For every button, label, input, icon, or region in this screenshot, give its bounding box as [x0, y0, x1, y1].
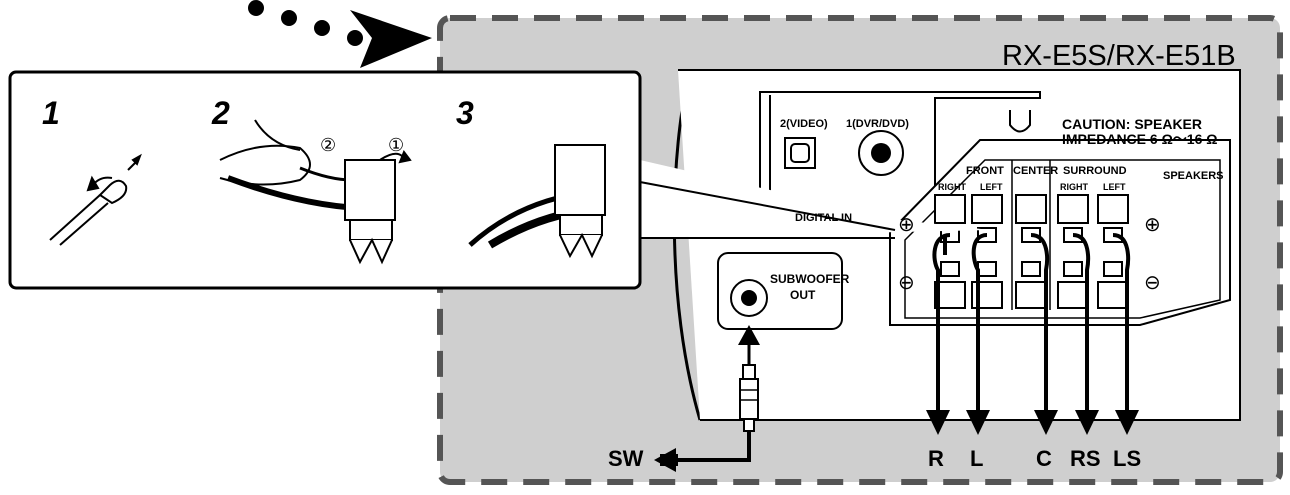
terminal-surround-right — [1057, 194, 1089, 309]
speaker-wires — [932, 233, 1131, 410]
subwoofer-label-2: OUT — [790, 288, 816, 302]
digital-in-video-label: 2(VIDEO) — [780, 118, 828, 130]
circled-number-2: ② — [320, 135, 337, 155]
terminal-center — [1015, 194, 1047, 309]
step3-illustration — [468, 144, 606, 259]
plus-right-icon: ⊕ — [1144, 214, 1161, 236]
terminal-front-left — [971, 194, 1003, 309]
model-name: RX-E5S/RX-E51B — [1002, 40, 1236, 72]
step2-illustration — [219, 119, 412, 265]
front-right-label: RIGHT — [938, 182, 966, 192]
step-number-2: 2 — [212, 95, 230, 131]
step-number-3: 3 — [456, 95, 474, 131]
step-number-1: 1 — [42, 95, 60, 131]
surround-left-label: LEFT — [1103, 182, 1126, 192]
subwoofer-label-1: SUBWOOFER — [770, 272, 850, 286]
output-label-l: L — [970, 446, 984, 471]
group-center: CENTER — [1013, 165, 1059, 177]
plus-left-icon: ⊕ — [898, 214, 915, 236]
digital-in-dvr-label: 1(DVR/DVD) — [846, 118, 909, 130]
subwoofer-cable — [654, 325, 760, 472]
output-label-rs: RS — [1070, 446, 1101, 471]
minus-right-icon: ⊖ — [1144, 272, 1161, 294]
output-label-r: R — [928, 446, 944, 471]
digital-in-label: DIGITAL IN — [795, 212, 853, 224]
output-label-ls: LS — [1113, 446, 1142, 471]
circled-number-1: ① — [388, 135, 405, 155]
front-left-label: LEFT — [980, 182, 1003, 192]
group-surround: SURROUND — [1063, 165, 1127, 177]
caution-line-2: IMPEDANCE 6 Ω〜16 Ω — [1062, 131, 1218, 147]
step1-illustration — [49, 153, 142, 246]
minus-left-icon: ⊖ — [898, 272, 915, 294]
output-label-sw: SW — [608, 446, 644, 471]
group-front: FRONT — [966, 165, 1004, 177]
group-speakers: SPEAKERS — [1163, 170, 1224, 182]
surround-right-label: RIGHT — [1060, 182, 1088, 192]
pointer-arrow — [248, 0, 432, 68]
caution-line-1: CAUTION: SPEAKER — [1062, 116, 1203, 132]
output-label-c: C — [1036, 446, 1052, 471]
rear-panel — [672, 69, 1241, 421]
output-arrows — [926, 410, 1139, 435]
